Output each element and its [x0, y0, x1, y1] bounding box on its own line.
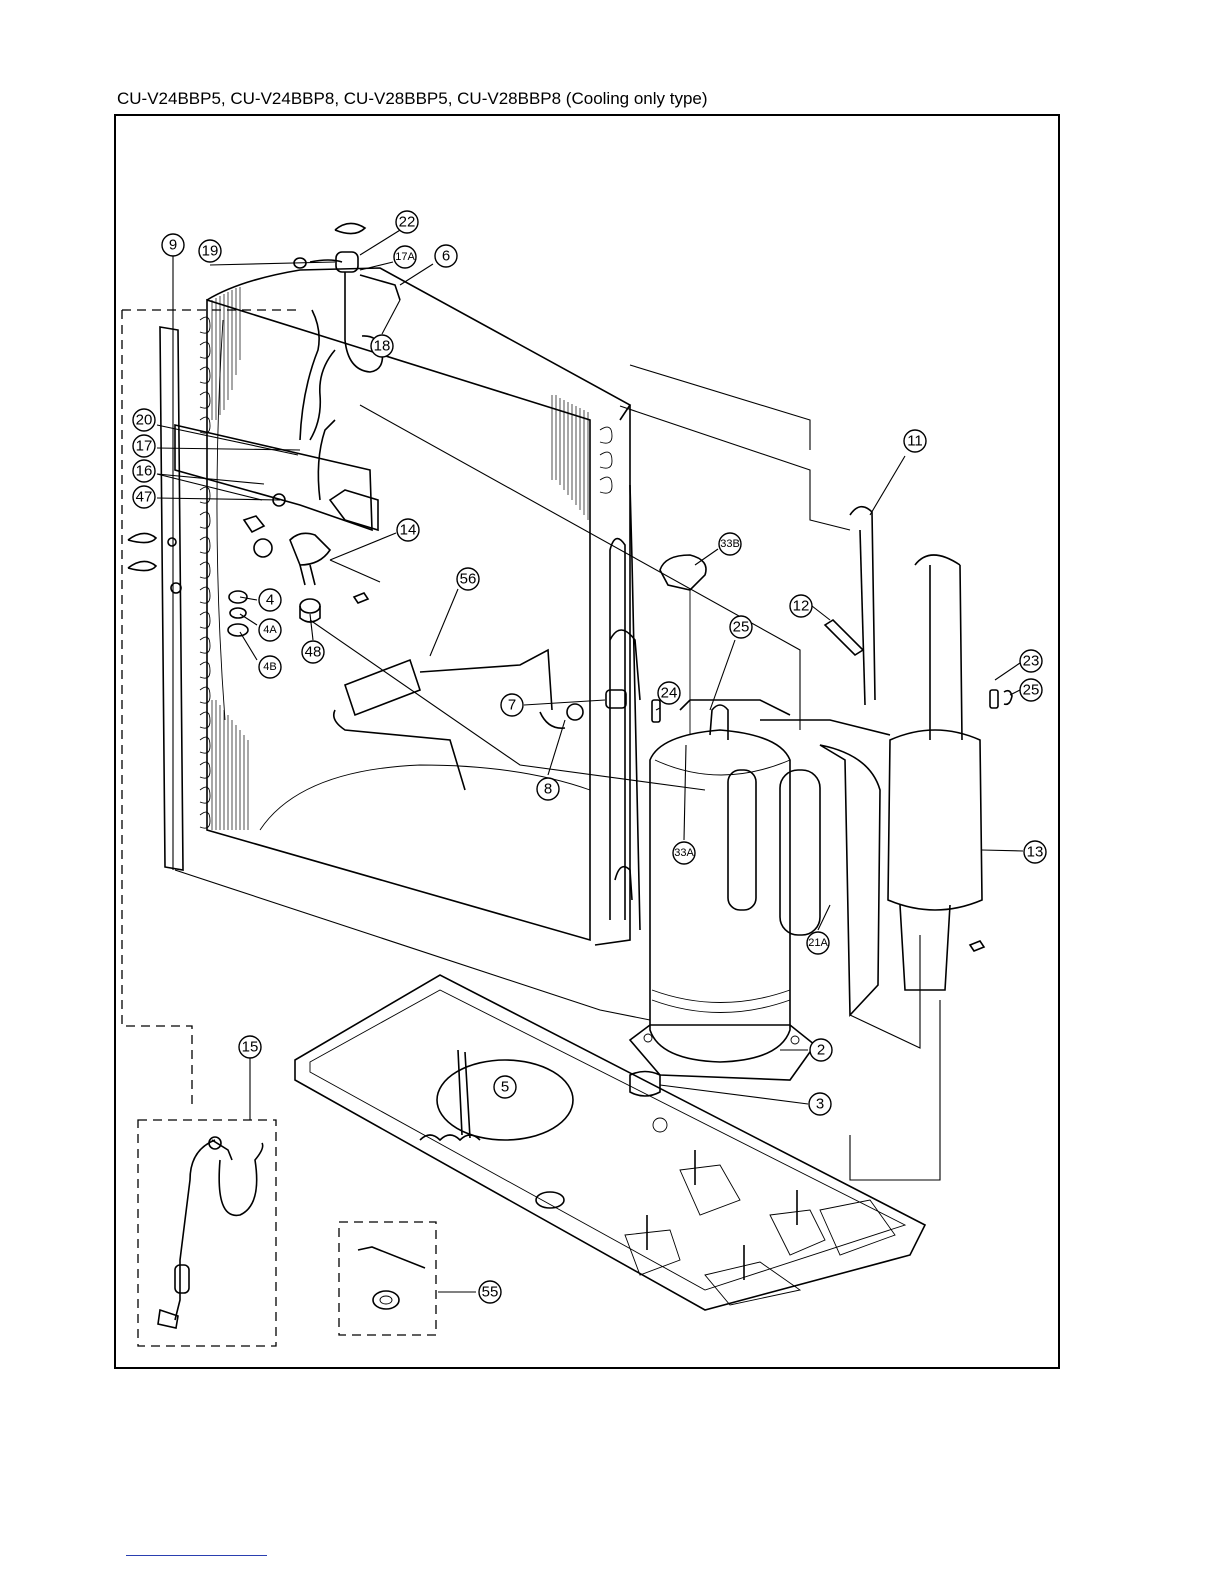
capillary-tubes — [606, 485, 660, 930]
dashed-group-outlines — [122, 310, 436, 1346]
callout-18: 18 — [371, 335, 393, 357]
callout-23: 23 — [1020, 650, 1042, 672]
sensor-part — [825, 620, 863, 655]
callout-21A: 21A — [807, 932, 829, 954]
svg-text:24: 24 — [661, 685, 678, 702]
callout-13: 13 — [1024, 841, 1046, 863]
svg-text:21A: 21A — [808, 937, 828, 949]
svg-text:6: 6 — [442, 248, 450, 265]
svg-text:7: 7 — [508, 697, 516, 714]
svg-text:14: 14 — [400, 522, 417, 539]
pipe-kit — [158, 1137, 263, 1328]
svg-text:25: 25 — [1023, 682, 1040, 699]
callout-55: 55 — [479, 1281, 501, 1303]
svg-text:16: 16 — [136, 463, 153, 480]
callout-25-right: 25 — [1020, 679, 1042, 701]
svg-text:56: 56 — [460, 571, 477, 588]
svg-text:20: 20 — [136, 412, 153, 429]
base-pan — [295, 975, 925, 1310]
accessory-kit — [358, 1247, 425, 1309]
svg-text:17A: 17A — [395, 251, 415, 263]
callout-6: 6 — [435, 245, 457, 267]
callout-9: 9 — [162, 234, 184, 256]
svg-text:15: 15 — [242, 1039, 259, 1056]
compressor — [630, 555, 820, 1080]
callout-20: 20 — [133, 409, 155, 431]
valve-assembly — [128, 310, 378, 636]
svg-text:55: 55 — [482, 1284, 499, 1301]
coil-return-bends — [200, 317, 210, 828]
callout-4A: 4A — [259, 619, 281, 641]
callout-15: 15 — [239, 1036, 261, 1058]
callout-4: 4 — [259, 589, 281, 611]
callout-19: 19 — [199, 240, 221, 262]
svg-text:5: 5 — [501, 1079, 509, 1096]
callout-16: 16 — [133, 460, 155, 482]
svg-text:33B: 33B — [720, 538, 740, 550]
sound-proof-jacket — [820, 745, 880, 1015]
footer-rule — [126, 1555, 267, 1556]
callout-33B: 33B — [719, 533, 741, 555]
svg-text:17: 17 — [136, 438, 153, 455]
svg-text:9: 9 — [169, 237, 177, 254]
svg-text:19: 19 — [202, 243, 219, 260]
callout-8: 8 — [537, 778, 559, 800]
svg-text:23: 23 — [1023, 653, 1040, 670]
callout-12: 12 — [790, 595, 812, 617]
svg-text:4B: 4B — [263, 661, 276, 673]
svg-text:8: 8 — [544, 781, 552, 798]
svg-text:3: 3 — [816, 1096, 824, 1113]
callout-33A: 33A — [673, 842, 695, 864]
svg-text:33A: 33A — [674, 847, 694, 859]
svg-text:11: 11 — [907, 433, 923, 450]
svg-text:47: 47 — [136, 489, 153, 506]
svg-text:18: 18 — [374, 338, 391, 355]
callout-56: 56 — [457, 568, 479, 590]
callout-25-upper: 25 — [730, 616, 752, 638]
callout-22: 22 — [396, 211, 418, 233]
callout-5: 5 — [494, 1076, 516, 1098]
clip-part — [1004, 691, 1012, 705]
svg-text:4: 4 — [266, 592, 274, 609]
callout-17: 17 — [133, 435, 155, 457]
coil-side-plate — [160, 327, 183, 870]
svg-text:22: 22 — [399, 214, 416, 231]
svg-text:13: 13 — [1027, 844, 1044, 861]
callout-14: 14 — [397, 519, 419, 541]
callout-48: 48 — [302, 641, 324, 663]
condenser-coil — [160, 268, 630, 945]
svg-text:2: 2 — [817, 1042, 825, 1059]
svg-text:12: 12 — [793, 598, 810, 615]
callout-47: 47 — [133, 486, 155, 508]
callout-3: 3 — [809, 1093, 831, 1115]
fuse-part — [990, 690, 998, 708]
callout-24: 24 — [658, 682, 680, 704]
callout-11: 11 — [904, 430, 926, 452]
coil-fins — [212, 287, 588, 830]
callout-4B: 4B — [259, 656, 281, 678]
callout-7: 7 — [501, 694, 523, 716]
svg-text:4A: 4A — [263, 624, 277, 636]
callout-17A: 17A — [394, 246, 416, 268]
callout-2: 2 — [810, 1039, 832, 1061]
svg-text:25: 25 — [733, 619, 750, 636]
svg-text:48: 48 — [305, 644, 322, 661]
